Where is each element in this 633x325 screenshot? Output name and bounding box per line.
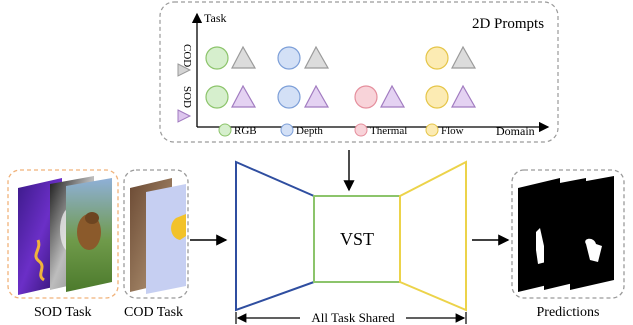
sod-group-border <box>7 169 119 299</box>
prompt-panel-title: 2D Prompts <box>472 16 544 32</box>
shared-label: All Task Shared <box>311 310 395 325</box>
sod-rgb-prompt <box>205 84 257 109</box>
vst-block <box>313 195 401 283</box>
sod-thermal-prompt <box>354 84 406 109</box>
prompt-panel: 2D Prompts Task Domain COD SOD <box>159 1 559 143</box>
cod-input-group <box>123 169 189 299</box>
legend-flow-label: Flow <box>441 125 464 137</box>
sod-task-label: SOD Task <box>34 305 92 320</box>
legend-depth-icon <box>280 123 294 137</box>
cod-second-image <box>146 184 186 294</box>
cod-rgb-prompt <box>205 45 257 70</box>
cod-flow-prompt <box>425 45 477 70</box>
cod-depth-prompt <box>277 45 330 70</box>
cod-highlight-shape <box>171 214 186 240</box>
sod-thermal-figure <box>34 239 45 282</box>
sod-flow-prompt <box>425 84 477 109</box>
vst-model: VST <box>235 160 467 312</box>
row-label-sod: SOD <box>181 86 193 108</box>
legend-depth-label: Depth <box>296 125 323 137</box>
sod-triangle-icon <box>177 109 192 123</box>
cod-task-label: COD Task <box>124 305 183 320</box>
predictions-group <box>511 169 625 299</box>
legend-thermal-label: Thermal <box>370 125 407 137</box>
legend-rgb-label: RGB <box>234 125 257 137</box>
legend-rgb-icon <box>218 123 232 137</box>
domain-axis-label: Domain <box>496 124 535 138</box>
decoder-shape <box>399 160 467 312</box>
encoder-shape <box>235 160 315 312</box>
prediction-mask-3 <box>570 176 614 290</box>
cod-triangle-icon <box>177 63 192 77</box>
legend: RGB Depth Thermal Flow <box>218 123 464 137</box>
sod-depth-prompt <box>277 84 330 109</box>
legend-thermal-icon <box>354 123 368 137</box>
task-axis-label: Task <box>204 11 227 25</box>
row-label-cod: COD <box>181 44 193 67</box>
prompt-panel-border <box>159 1 559 143</box>
legend-flow-icon <box>425 123 439 137</box>
predictions-label: Predictions <box>537 305 600 320</box>
vst-label: VST <box>340 229 374 249</box>
sod-input-group <box>7 169 119 299</box>
predictions-border <box>511 169 625 299</box>
